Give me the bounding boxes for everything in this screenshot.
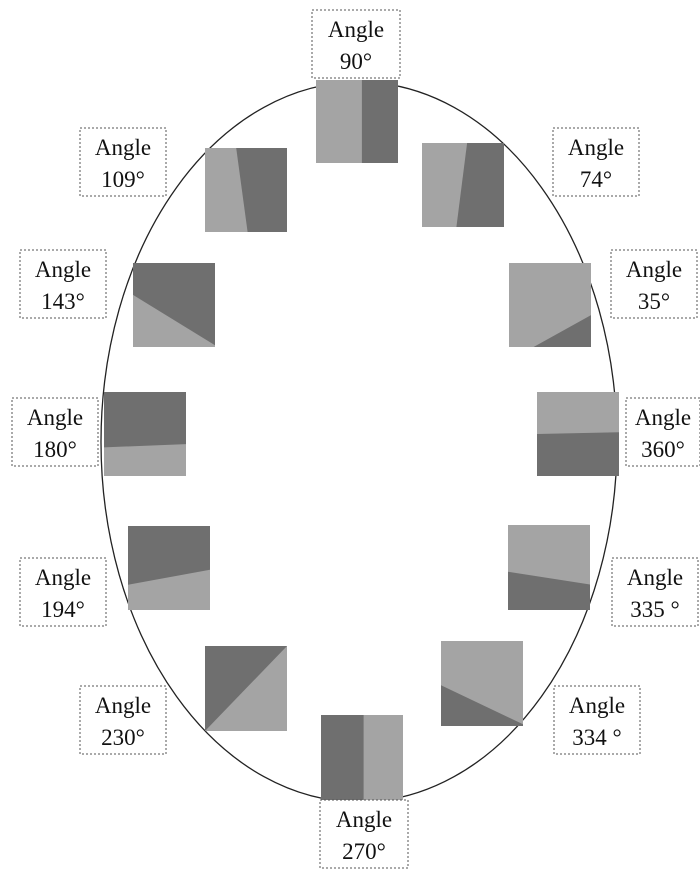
angle-label-value: 194° (41, 597, 85, 622)
angle-label: Angle 360° (626, 398, 700, 466)
angle-label: Angle 335 ° (612, 558, 698, 626)
angle-label: Angle 334 ° (554, 686, 640, 754)
angle-label-word: Angle (328, 17, 384, 42)
angle-label-word: Angle (35, 257, 91, 282)
angle-label-value: 180° (33, 437, 77, 462)
angle-label-value: 335 ° (630, 597, 679, 622)
image-patch (205, 646, 287, 731)
angle-label-value: 109° (101, 167, 145, 192)
angle-label-word: Angle (626, 257, 682, 282)
image-patch (509, 263, 591, 347)
angle-label-word: Angle (35, 565, 91, 590)
angle-label-value: 90° (340, 49, 372, 74)
angle-label: Angle 90° (312, 10, 400, 78)
angle-label-word: Angle (27, 405, 83, 430)
angle-label-word: Angle (627, 565, 683, 590)
angle-label-value: 360° (641, 437, 685, 462)
angle-label-value: 74° (580, 167, 612, 192)
patch-dark-region (104, 392, 186, 447)
patch-dark-region (362, 80, 398, 163)
image-patch (321, 715, 403, 800)
angle-label-value: 334 ° (572, 725, 621, 750)
angle-label-value: 270° (342, 839, 386, 864)
angle-label-word: Angle (336, 807, 392, 832)
image-patch (537, 392, 619, 476)
angle-label: Angle 270° (320, 800, 408, 868)
angle-label: Angle 194° (20, 558, 106, 626)
image-patch (133, 263, 215, 347)
angle-label: Angle 180° (12, 398, 98, 466)
image-patch (316, 80, 398, 163)
angle-label: Angle 109° (80, 128, 166, 196)
patch-dark-region (321, 715, 364, 800)
angle-label-word: Angle (95, 693, 151, 718)
angle-label-value: 143° (41, 289, 85, 314)
angle-label-value: 35° (638, 289, 670, 314)
angle-label-word: Angle (569, 693, 625, 718)
image-patch (422, 143, 504, 227)
angle-label: Angle 74° (553, 128, 639, 196)
angle-label: Angle 143° (20, 250, 106, 318)
angle-label-value: 230° (101, 725, 145, 750)
image-patch (104, 392, 186, 476)
angle-label-word: Angle (635, 405, 691, 430)
angle-label: Angle 230° (80, 686, 166, 754)
angle-label-word: Angle (568, 135, 624, 160)
image-patch (205, 148, 287, 232)
angle-label-word: Angle (95, 135, 151, 160)
patch-dark-region (537, 432, 619, 476)
image-patch (508, 525, 590, 610)
angle-label: Angle 35° (611, 250, 697, 318)
image-patch (441, 641, 523, 726)
image-patch (128, 526, 210, 610)
